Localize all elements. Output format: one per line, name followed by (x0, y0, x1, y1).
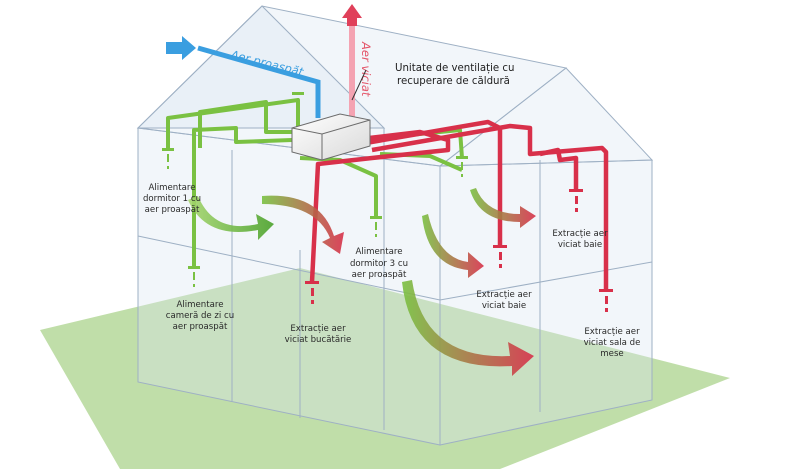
label-line: viciat baie (482, 301, 526, 311)
label-supply-bedroom3: Alimentare dormitor 3 cu aer proaspăt (350, 247, 408, 280)
label-line: Extracție aer (290, 324, 346, 334)
heat-recovery-unit (291, 69, 371, 161)
label-extract-dining: Extracție aer viciat sala de mese (584, 327, 641, 359)
stale-extract-ducts (309, 119, 609, 290)
curved-flow-arrow-icon (188, 196, 274, 240)
supply-vent-icon (162, 148, 174, 169)
label-line: aer proaspăt (173, 322, 228, 332)
stale-air-label: Aer viciat (359, 41, 373, 97)
extract-vents (305, 189, 613, 312)
curved-flow-arrow-icon (262, 195, 344, 254)
extract-vent-icon (305, 281, 319, 304)
label-line: mese (600, 349, 623, 359)
airflow-arrows (188, 188, 536, 376)
unit-label: Unitate de ventilație cu recuperare de c… (395, 63, 515, 87)
label-extract-bath-2: Extracție aer viciat baie (552, 229, 608, 250)
label-line: Extracție aer (584, 327, 640, 337)
label-supply-bedroom1: Alimentare dormitor 1 cu aer proaspăt (143, 183, 201, 215)
label-line: Alimentare (176, 300, 223, 310)
label-line: dormitor 3 cu (350, 259, 408, 269)
label-line: dormitor 1 cu (143, 194, 201, 204)
curved-flow-arrow-icon (422, 214, 484, 278)
label-extract-bath-1: Extracție aer viciat baie (476, 290, 532, 311)
label-line: Extracție aer (552, 229, 608, 239)
label-line: viciat baie (558, 240, 602, 250)
unit-label-line-2: recuperare de căldură (397, 76, 510, 87)
curved-flow-arrow-icon (402, 280, 534, 376)
supply-vent-icon (188, 266, 200, 287)
extract-vent-icon (599, 289, 613, 312)
curved-flow-arrow-icon (470, 188, 536, 228)
label-line: aer proaspăt (352, 270, 407, 280)
supply-vent-icon (292, 92, 304, 113)
arrow-right-icon (166, 36, 196, 60)
extract-vent-icon (493, 245, 507, 268)
label-line: Extracție aer (476, 290, 532, 300)
extract-vent-icon (569, 189, 583, 212)
label-line: Alimentare (148, 183, 195, 193)
supply-vent-icon (456, 156, 468, 177)
arrow-up-icon (342, 4, 362, 26)
unit-label-line-1: Unitate de ventilație cu (395, 63, 515, 74)
supply-vent-icon (370, 216, 382, 237)
label-line: viciat sala de (584, 338, 641, 348)
label-extract-kitchen: Extracție aer viciat bucătărie (285, 324, 352, 345)
label-line: viciat bucătărie (285, 335, 352, 345)
supply-vents (162, 92, 468, 287)
label-line: Alimentare (355, 247, 402, 257)
label-line: cameră de zi cu (166, 311, 234, 321)
label-supply-living: Alimentare cameră de zi cu aer proaspăt (166, 300, 234, 332)
ground-plane (40, 268, 730, 469)
label-line: aer proaspăt (145, 205, 200, 215)
